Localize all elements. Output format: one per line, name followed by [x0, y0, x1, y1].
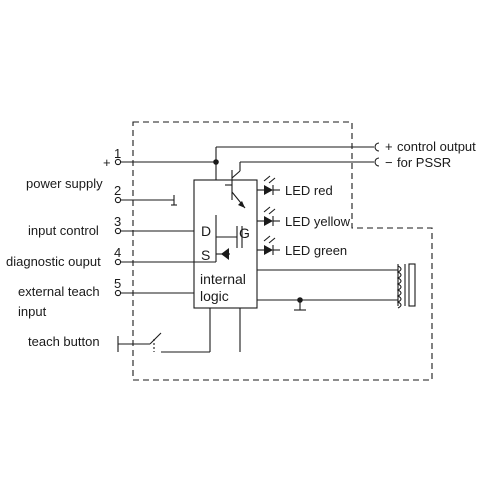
led-red-branch	[257, 175, 280, 195]
led-yellow-label: LED yellow	[285, 214, 351, 229]
power-supply-label: power supply	[26, 176, 103, 191]
pin-2-wire	[114, 195, 177, 206]
pin-1-sign: +	[103, 155, 111, 170]
coil-wires	[257, 269, 398, 311]
teach-button-switch	[117, 308, 211, 353]
block-g-label: G	[239, 225, 250, 241]
block-logic-label: logic	[200, 288, 229, 304]
block-d-label: D	[201, 223, 211, 239]
pin-5-number: 5	[114, 276, 121, 291]
pin-3-number: 3	[114, 214, 121, 229]
control-output-label: control output	[397, 139, 476, 154]
external-teach-label-line2: input	[18, 304, 47, 319]
output-plus-prefix: +	[385, 139, 393, 154]
coil-icon	[396, 263, 416, 309]
for-pssr-label: for PSSR	[397, 155, 451, 170]
led-green-branch	[257, 235, 280, 255]
pin-5-wire	[114, 289, 194, 297]
diagnostic-output-label: diagnostic ouput	[6, 254, 101, 269]
pin-2-number: 2	[114, 183, 121, 198]
pin-3-wire	[114, 227, 194, 235]
pin-1-wire	[114, 146, 374, 180]
pin-4-wire	[114, 258, 216, 266]
input-control-label: input control	[28, 223, 99, 238]
block-s-label: S	[201, 247, 210, 263]
external-teach-label: external teach	[18, 284, 100, 299]
pin-1-number: 1	[114, 146, 121, 161]
transistor-icon	[225, 161, 374, 209]
output-terminal-plus	[374, 142, 380, 152]
internal-logic-block	[193, 179, 258, 309]
led-yellow-branch	[257, 206, 280, 226]
led-red-label: LED red	[285, 183, 333, 198]
pin-4-number: 4	[114, 245, 121, 260]
output-minus-prefix: −	[385, 155, 393, 170]
output-terminal-minus	[374, 157, 380, 167]
led-green-label: LED green	[285, 243, 347, 258]
mosfet-icon	[215, 215, 243, 262]
housing-outline	[132, 121, 433, 381]
block-internal-label: internal	[200, 271, 246, 287]
teach-button-label: teach button	[28, 334, 100, 349]
